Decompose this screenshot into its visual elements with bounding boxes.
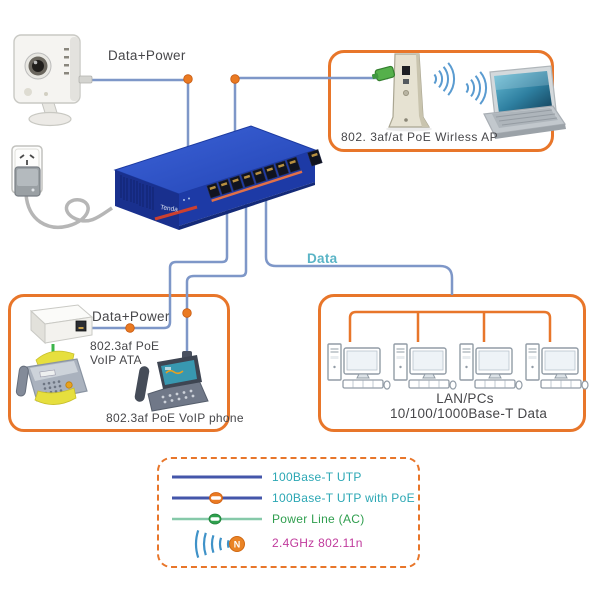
legend-label-power: Power Line (AC) [272, 512, 365, 526]
wifi-n-badge-letter: N [234, 540, 241, 550]
phone-utp-line [185, 200, 248, 358]
wireless-ap [371, 53, 432, 132]
poe-dot [125, 323, 135, 333]
ip-camera [13, 34, 93, 127]
laptop [483, 65, 567, 139]
desktop-pc [459, 343, 523, 390]
switch-logo: Tenda [160, 204, 179, 213]
rj45-ports [206, 149, 323, 203]
poe-dot [182, 308, 192, 318]
poe-dot [230, 74, 240, 84]
wifi-waves [433, 62, 487, 105]
switch-stripe [154, 205, 198, 221]
fax-handset [15, 365, 29, 397]
fax-phone [15, 350, 88, 405]
power-outlet [11, 145, 43, 197]
poe-dot [183, 74, 193, 84]
phone-caption: 802.3af PoE VoIP phone [106, 411, 244, 425]
wifi-n-badge [229, 536, 245, 552]
ata-caption-line1: 802.3af PoE [90, 339, 160, 353]
camera-link-label: Data+Power [108, 48, 186, 63]
lan-pcs [327, 343, 589, 390]
phone-keypad [161, 389, 195, 404]
poe-switch: Tenda [113, 125, 323, 230]
lan-bus-line [348, 310, 552, 342]
lan-caption-line2: 10/100/1000Base-T Data [390, 406, 548, 421]
legend-symbols: N [172, 475, 262, 558]
phone-handset [134, 366, 150, 402]
ap-caption: 802. 3af/at PoE Wirless AP [341, 130, 499, 144]
desktop-pc [525, 343, 589, 390]
camera-leds [64, 48, 69, 75]
ata-link-label: Data+Power [92, 309, 170, 324]
voip-phone [134, 351, 209, 412]
poe-dots [125, 74, 240, 333]
vent-slits [120, 175, 154, 210]
legend-label-utp: 100Base-T UTP [272, 470, 362, 484]
ata-caption-line2: VoIP ATA [90, 353, 142, 367]
legend-label-wifi: 2.4GHz 802.11n [272, 536, 363, 550]
data-link-label: Data [307, 251, 338, 266]
desktop-pc [393, 343, 457, 390]
legend-wifi-waves [194, 530, 230, 558]
voip-ata [29, 304, 94, 345]
socket-pins [19, 154, 35, 165]
legend-label-utp-poe: 100Base-T UTP with PoE [272, 491, 415, 505]
desktop-pc [327, 343, 391, 390]
power-cable [24, 193, 113, 229]
green-rj45-plug [371, 65, 396, 82]
lan-data-line [264, 199, 454, 295]
lan-caption-line1: LAN/PCs [436, 391, 494, 406]
ata-utp-line [88, 200, 229, 330]
